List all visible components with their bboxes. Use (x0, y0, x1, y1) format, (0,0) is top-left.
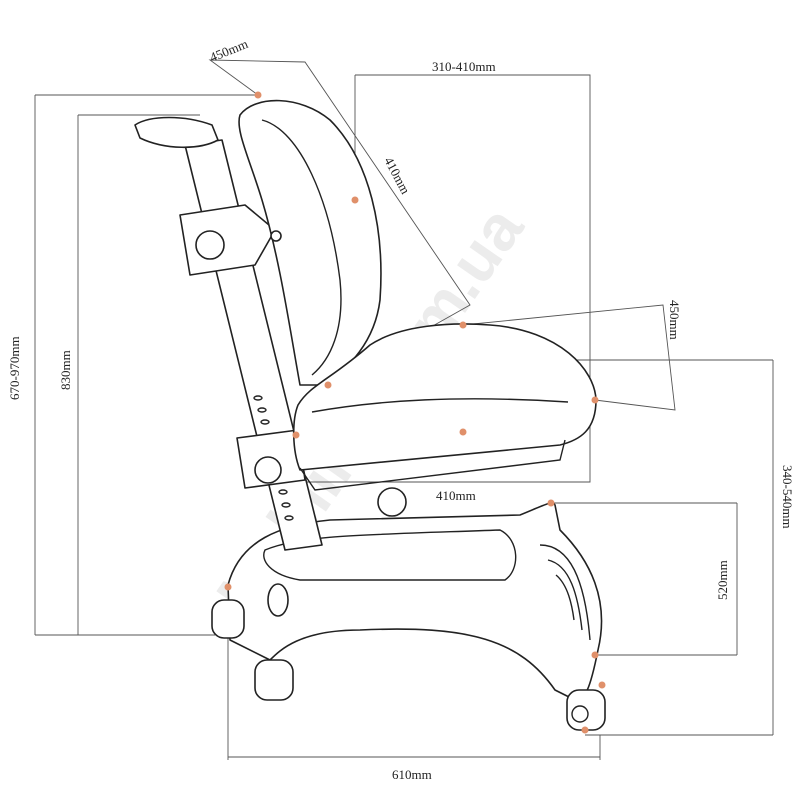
chair-base (211, 502, 606, 731)
chair-backrest (238, 99, 382, 386)
chair-seat (292, 323, 597, 517)
caster-rear (254, 659, 294, 701)
label-backrest-depth-range: 310-410mm (432, 59, 496, 74)
measurement-points (224, 91, 606, 734)
label-base-height: 520mm (715, 560, 730, 600)
chair-column (134, 116, 323, 551)
height-knob (254, 456, 282, 484)
dimension-lines (34, 59, 774, 760)
label-backrest-height: 410mm (381, 154, 413, 196)
label-total-height-range: 670-970mm (7, 336, 22, 400)
label-seat-width: 410mm (436, 488, 476, 503)
label-base-length: 610mm (392, 767, 432, 782)
label-seat-depth: 450mm (667, 300, 682, 340)
base-vent (267, 583, 289, 617)
label-seat-height-range: 340-540mm (780, 465, 795, 529)
caster-rear-left (211, 599, 245, 639)
seat-depth-knob (377, 487, 407, 517)
label-backrest-top-height: 830mm (58, 350, 73, 390)
